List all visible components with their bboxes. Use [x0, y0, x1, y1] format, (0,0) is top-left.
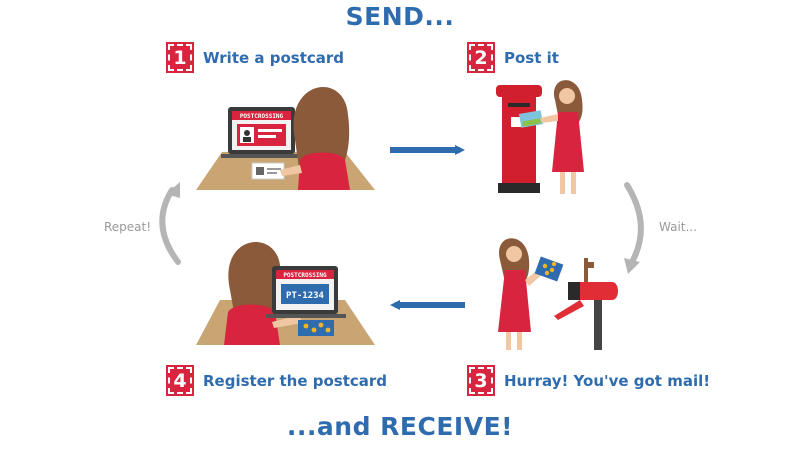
cycle-arrow-repeat-icon	[159, 182, 181, 265]
postcard-id-text: PT-1234	[286, 291, 325, 301]
registered-postcard-icon	[298, 320, 334, 336]
step-3-badge: 3	[467, 365, 495, 396]
step-1-label: Write a postcard	[203, 48, 345, 67]
step-1-badge: 1	[166, 42, 194, 73]
headline-send: SEND...	[345, 2, 455, 31]
scene-write-postcard: POSTCROSSING	[196, 87, 375, 190]
step-2: 2 Post it	[467, 42, 559, 73]
repeat-label: Repeat!	[104, 220, 152, 234]
headline-receive: ...and RECEIVE!	[286, 412, 514, 441]
postcard-icon	[251, 162, 285, 180]
step-3: 3 Hurray! You've got mail!	[467, 365, 711, 396]
scene-register-postcard: POSTCROSSING PT-1234	[196, 241, 375, 345]
mailbox-icon	[554, 258, 618, 350]
laptop-icon: POSTCROSSING PT-1234	[266, 266, 346, 318]
pillar-box-icon	[496, 85, 542, 193]
step-4: 4 Register the postcard	[166, 365, 388, 396]
girl-posting	[540, 80, 584, 194]
cycle-arrow-wait-icon	[624, 182, 644, 274]
girl-writing	[280, 87, 350, 190]
step-1: 1 Write a postcard	[166, 42, 345, 73]
postcard-in-hand-icon	[518, 110, 544, 128]
step-2-badge: 2	[467, 42, 495, 73]
girl-receiving	[498, 238, 544, 350]
scene-got-mail	[498, 238, 618, 350]
step-4-label: Register the postcard	[203, 371, 388, 390]
laptop-screen-brand: POSTCROSSING	[283, 272, 327, 279]
scene-post-it	[496, 80, 584, 194]
laptop-screen-brand: POSTCROSSING	[240, 113, 284, 120]
step-4-badge: 4	[166, 365, 194, 396]
wait-label: Wait...	[659, 220, 697, 234]
step-2-label: Post it	[504, 48, 559, 67]
received-postcard-icon	[534, 256, 564, 282]
step-3-label: Hurray! You've got mail!	[504, 371, 711, 390]
laptop-icon: POSTCROSSING	[221, 107, 301, 158]
